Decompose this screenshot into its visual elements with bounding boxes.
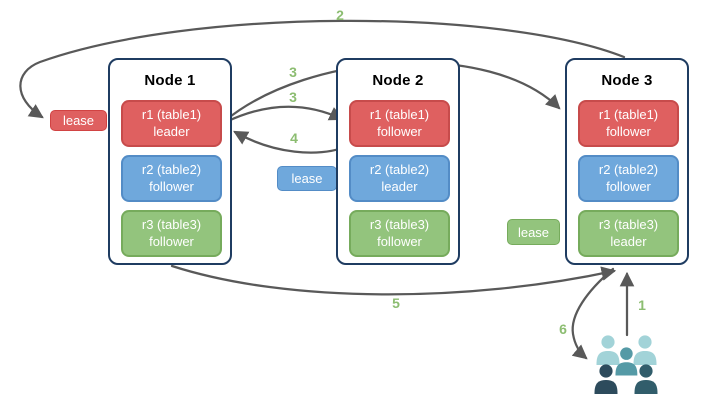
node-3-replica-r1: r1 (table1) follower — [578, 100, 679, 147]
replica-role: leader — [381, 178, 418, 194]
node-3-replica-r2: r2 (table2) follower — [578, 155, 679, 202]
node-3: Node 3 r1 (table1) follower r2 (table2) … — [565, 58, 689, 265]
node-2: Node 2 r1 (table1) follower r2 (table2) … — [336, 58, 460, 265]
step-label-1: 1 — [638, 297, 646, 313]
node-2-replica-r1: r1 (table1) follower — [349, 100, 450, 147]
replica-role: follower — [149, 233, 194, 249]
lease-badge-r3: lease — [507, 219, 560, 245]
lease-badge-r1: lease — [50, 110, 107, 131]
replica-name: r1 (table1) — [598, 106, 659, 122]
node-3-title: Node 3 — [601, 72, 653, 89]
node-2-title: Node 2 — [372, 72, 424, 89]
step-label-5: 5 — [392, 295, 400, 311]
replica-role: follower — [377, 233, 422, 249]
node-1-replica-r3: r3 (table3) follower — [121, 210, 222, 257]
step-label-6: 6 — [559, 321, 567, 337]
replica-name: r3 (table3) — [141, 216, 202, 232]
replica-name: r2 (table2) — [141, 161, 202, 177]
replica-role: leader — [610, 233, 647, 249]
replica-name: r1 (table1) — [369, 106, 430, 122]
node-1-replica-r1: r1 (table1) leader — [121, 100, 222, 147]
node-2-replica-r2: r2 (table2) leader — [349, 155, 450, 202]
replica-name: r3 (table3) — [598, 216, 659, 232]
replica-name: r2 (table2) — [598, 161, 659, 177]
lease-badge-r2: lease — [277, 166, 337, 191]
person-icon — [596, 335, 620, 365]
person-icon — [594, 364, 618, 394]
replica-role: follower — [606, 123, 651, 139]
replica-role: leader — [153, 123, 190, 139]
node-2-replica-r3: r3 (table3) follower — [349, 210, 450, 257]
node-3-replica-r3: r3 (table3) leader — [578, 210, 679, 257]
step-label-2: 2 — [336, 7, 344, 23]
step-label-4: 4 — [290, 130, 298, 146]
node-1-title: Node 1 — [144, 72, 196, 89]
step-label-3-to-node3: 3 — [289, 64, 297, 80]
node-1: Node 1 r1 (table1) leader r2 (table2) fo… — [108, 58, 232, 265]
replica-name: r3 (table3) — [369, 216, 430, 232]
person-icon — [634, 364, 658, 394]
person-icon — [633, 335, 657, 365]
replica-role: follower — [149, 178, 194, 194]
arrow-step-5-node1-to-node3 — [170, 264, 617, 296]
replica-role: follower — [377, 123, 422, 139]
arrow-step-3-leader-to-node2 — [224, 105, 344, 124]
person-icon — [615, 347, 638, 376]
step-label-3-to-node2: 3 — [289, 89, 297, 105]
node-1-replica-r2: r2 (table2) follower — [121, 155, 222, 202]
people-group-icon — [594, 335, 658, 394]
replica-role: follower — [606, 178, 651, 194]
replica-name: r2 (table2) — [369, 161, 430, 177]
replica-name: r1 (table1) — [141, 106, 202, 122]
